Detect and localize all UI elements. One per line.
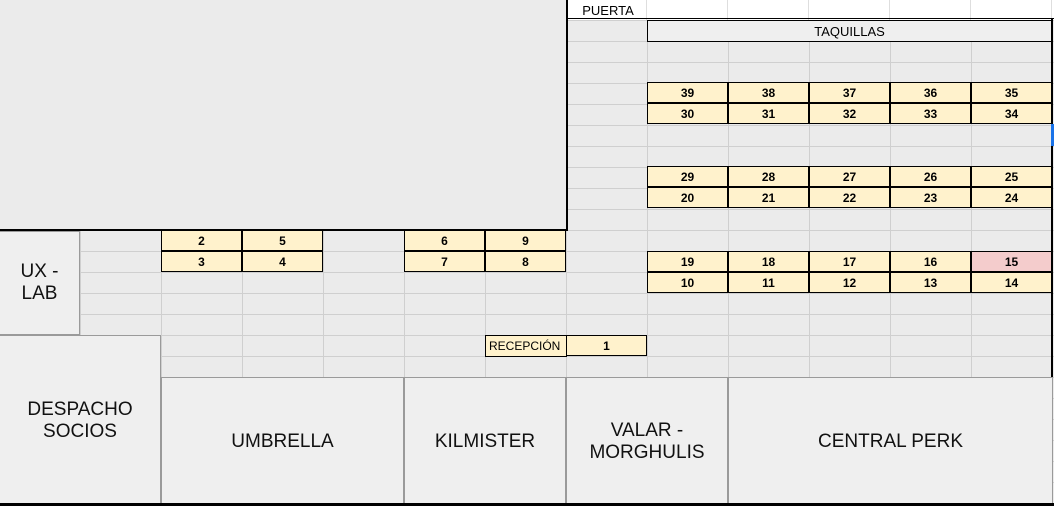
desk-29[interactable]: 29 [647, 166, 728, 187]
desk-31[interactable]: 31 [728, 103, 809, 124]
desk-32[interactable]: 32 [809, 103, 890, 124]
desk-25[interactable]: 25 [971, 166, 1052, 187]
desk-12[interactable]: 12 [809, 272, 890, 293]
desk-6[interactable]: 6 [404, 230, 485, 251]
room-kilmister-label: KILMISTER [434, 430, 536, 452]
room-umbrella[interactable]: UMBRELLA [161, 377, 404, 506]
desk-35[interactable]: 35 [971, 82, 1052, 103]
room-despacho-socios-label: DESPACHO SOCIOS [27, 398, 133, 442]
room-ux-lab[interactable]: UX - LAB [0, 231, 80, 335]
desk-27[interactable]: 27 [809, 166, 890, 187]
desk-15[interactable]: 15 [971, 251, 1052, 272]
desk-14[interactable]: 14 [971, 272, 1052, 293]
divider-top [566, 18, 1054, 19]
right-border [1051, 18, 1053, 506]
room-valar-morghulis[interactable]: VALAR - MORGHULIS [566, 377, 728, 506]
desk-23[interactable]: 23 [890, 187, 971, 208]
desk-24[interactable]: 24 [971, 187, 1052, 208]
room-central-perk[interactable]: CENTRAL PERK [728, 377, 1053, 506]
lockers-label: TAQUILLAS [647, 20, 1052, 42]
desk-11[interactable]: 11 [728, 272, 809, 293]
desk-28[interactable]: 28 [728, 166, 809, 187]
desk-19[interactable]: 19 [647, 251, 728, 272]
desk-3[interactable]: 3 [161, 251, 242, 272]
desk-8[interactable]: 8 [485, 251, 566, 272]
desk-7[interactable]: 7 [404, 251, 485, 272]
header-row [566, 0, 1054, 20]
desk-20[interactable]: 20 [647, 187, 728, 208]
reception-label: RECEPCIÓN [485, 335, 567, 357]
desk-30[interactable]: 30 [647, 103, 728, 124]
room-umbrella-label: UMBRELLA [231, 430, 334, 452]
desk-39[interactable]: 39 [647, 82, 728, 103]
desk-34[interactable]: 34 [971, 103, 1052, 124]
room-valar-morghulis-label: VALAR - MORGHULIS [589, 419, 705, 463]
room-central-perk-label: CENTRAL PERK [818, 430, 963, 452]
desk-38[interactable]: 38 [728, 82, 809, 103]
desk-2[interactable]: 2 [161, 230, 242, 251]
desk-21[interactable]: 21 [728, 187, 809, 208]
desk-37[interactable]: 37 [809, 82, 890, 103]
desk-1[interactable]: 1 [566, 335, 647, 356]
desk-13[interactable]: 13 [890, 272, 971, 293]
selection-marker [1051, 124, 1054, 146]
desk-5[interactable]: 5 [242, 230, 323, 251]
desk-17[interactable]: 17 [809, 251, 890, 272]
top-left-area [0, 0, 568, 231]
divider-vertical [566, 18, 568, 20]
door-label: PUERTA [582, 2, 634, 18]
room-despacho-socios[interactable]: DESPACHO SOCIOS [0, 335, 161, 506]
room-kilmister[interactable]: KILMISTER [404, 377, 566, 506]
desk-4[interactable]: 4 [242, 251, 323, 272]
desk-26[interactable]: 26 [890, 166, 971, 187]
desk-9[interactable]: 9 [485, 230, 566, 251]
desk-33[interactable]: 33 [890, 103, 971, 124]
bottom-border [0, 503, 1054, 506]
room-ux-lab-label: UX - LAB [20, 261, 59, 304]
desk-22[interactable]: 22 [809, 187, 890, 208]
desk-18[interactable]: 18 [728, 251, 809, 272]
desk-10[interactable]: 10 [647, 272, 728, 293]
desk-16[interactable]: 16 [890, 251, 971, 272]
desk-36[interactable]: 36 [890, 82, 971, 103]
